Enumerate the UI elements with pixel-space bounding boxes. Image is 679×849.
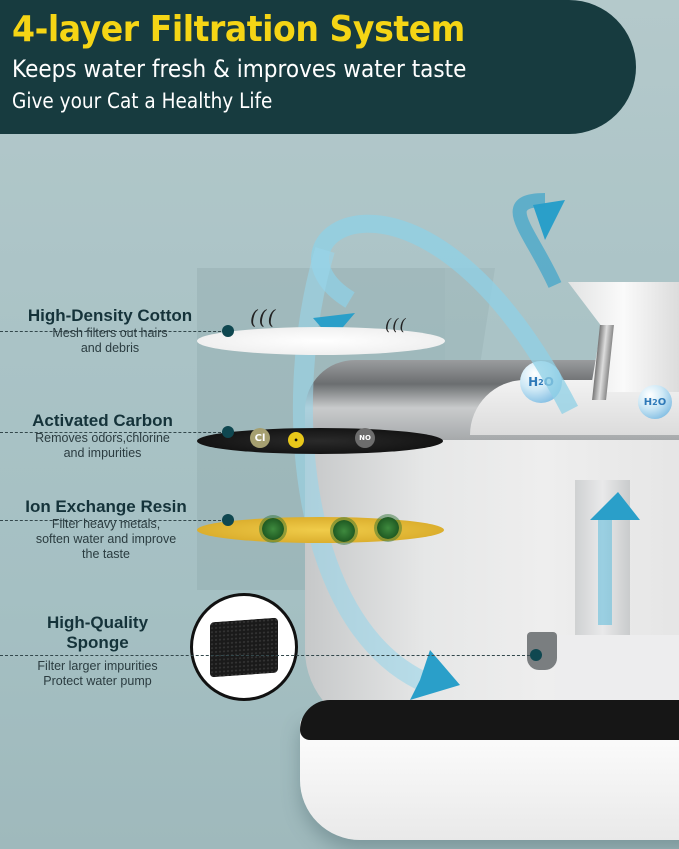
layer-desc: Removes odors,chlorine: [35, 431, 170, 445]
hair-icon: (((: [250, 305, 277, 329]
banner-title: 4-layer Filtration System: [12, 9, 465, 50]
banner-subtitle: Keeps water fresh & improves water taste: [12, 55, 467, 83]
layer-title: High-Density Cotton: [27, 306, 193, 325]
sponge-image: [190, 593, 298, 701]
layer-desc: Filter larger impurities: [37, 659, 158, 673]
bacteria-icon: •: [288, 432, 304, 448]
layer-label-resin: Ion Exchange Resin Filter heavy metals, …: [4, 497, 208, 562]
callout-dot: [222, 426, 234, 438]
layer-desc: and impurities: [63, 446, 142, 460]
layer-label-sponge: High-Quality Sponge Filter larger impuri…: [20, 613, 175, 689]
banner-tagline: Give your Cat a Healthy Life: [12, 89, 273, 113]
layer-desc: the taste: [82, 547, 130, 561]
fountain-base-trim: [300, 700, 679, 740]
nitrate-molecule-icon: NO: [355, 428, 375, 448]
virus-icon: [333, 520, 355, 542]
callout-dot: [530, 649, 542, 661]
layer-desc: Mesh filters out hairs: [52, 326, 168, 340]
layer-desc: Protect water pump: [43, 674, 152, 688]
layer-title: Ion Exchange Resin: [25, 497, 187, 516]
leader-line: [0, 331, 226, 332]
callout-dot: [222, 325, 234, 337]
layer-desc: soften water and improve: [35, 532, 177, 546]
layer-desc: and debris: [80, 341, 140, 355]
pump-column: [575, 480, 630, 640]
layer-title: Activated Carbon: [32, 411, 173, 430]
sponge-block-icon: [210, 617, 278, 677]
leader-line: [0, 655, 535, 656]
layer-label-cotton: High-Density Cotton Mesh filters out hai…: [6, 306, 214, 356]
layer-title: Sponge: [66, 633, 129, 652]
chlorine-molecule-icon: Cl: [250, 428, 270, 448]
leader-line: [0, 432, 226, 433]
virus-icon: [262, 518, 284, 540]
leader-line: [0, 520, 226, 521]
header-banner: 4-layer Filtration System Keeps water fr…: [0, 0, 636, 134]
layer-label-carbon: Activated Carbon Removes odors,chlorine …: [10, 411, 195, 461]
cotton-filter-disc: [197, 327, 445, 355]
callout-dot: [222, 514, 234, 526]
resin-filter-disc: [197, 517, 444, 543]
hair-icon: (((: [385, 315, 407, 334]
layer-desc: Filter heavy metals,: [51, 517, 161, 531]
arrow-up-icon: [533, 200, 565, 240]
layer-title: High-Quality: [46, 613, 149, 632]
carbon-filter-disc: [197, 428, 443, 454]
virus-icon: [377, 517, 399, 539]
